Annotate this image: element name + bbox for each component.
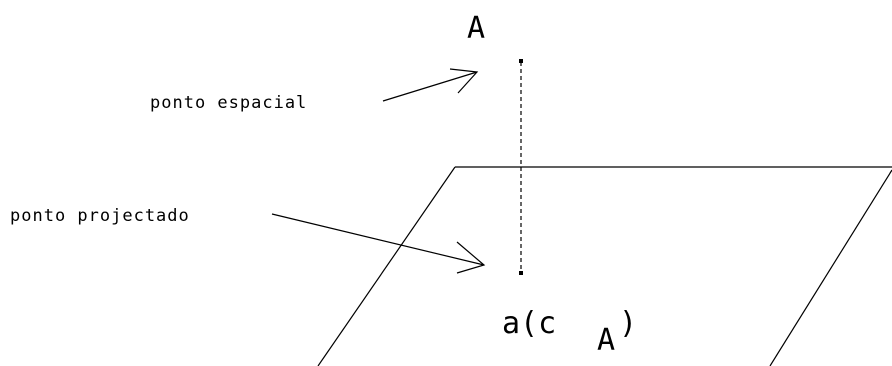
plane-right-edge (769, 169, 892, 366)
spatial-point-label: ponto espacial (150, 93, 307, 113)
spatial-arrow (382, 68, 479, 102)
projection-label-close: ) (619, 306, 637, 341)
projected-point-marker (519, 271, 523, 275)
projected-arrow (271, 213, 486, 274)
projection-label-subscript: A (597, 323, 615, 358)
plane-left-edge (317, 166, 456, 366)
projection-plane (317, 166, 892, 366)
projection-label-main: a(c (502, 306, 556, 341)
spatial-point-marker (519, 59, 523, 63)
projected-point-label: ponto projectado (10, 206, 190, 226)
point-name-label: A (467, 11, 485, 46)
